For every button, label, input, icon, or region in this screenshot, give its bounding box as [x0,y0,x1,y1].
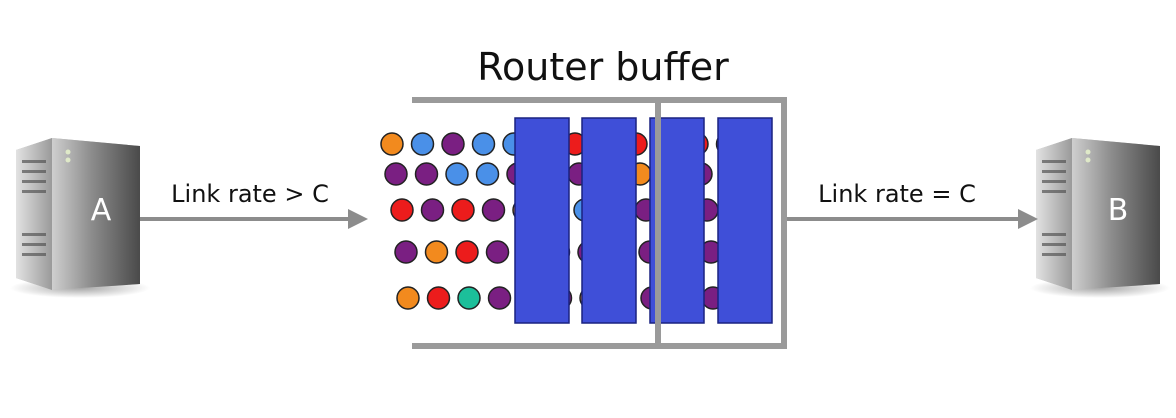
packet [487,286,512,310]
packet [481,198,506,222]
packet [390,198,414,222]
packet [451,198,475,222]
packet [380,132,404,156]
packet [394,240,418,264]
outgoing-link-label: Link rate = C [818,180,976,208]
incoming-link-label: Link rate > C [171,180,329,208]
packet [455,240,479,264]
packet [384,162,408,186]
packet [420,198,445,222]
packet [410,132,435,156]
buffer-block [581,117,637,324]
diagram-title: Router buffer [477,45,729,89]
packet [475,162,500,186]
buffer-block [717,117,773,324]
packet [485,240,510,264]
buffer-block [514,117,570,324]
server-a-icon: A [10,138,150,298]
server-b-icon: B [1030,138,1170,298]
packet [424,240,449,264]
host-b-label: B [1108,193,1129,228]
packet [471,132,496,156]
packet-queue [380,132,770,310]
packet [441,132,465,156]
packet [457,286,481,310]
packet [426,286,451,310]
packet [414,162,439,186]
packet [445,162,469,186]
packet [396,286,420,310]
host-a-label: A [91,193,112,228]
buffer-walls [412,97,787,349]
